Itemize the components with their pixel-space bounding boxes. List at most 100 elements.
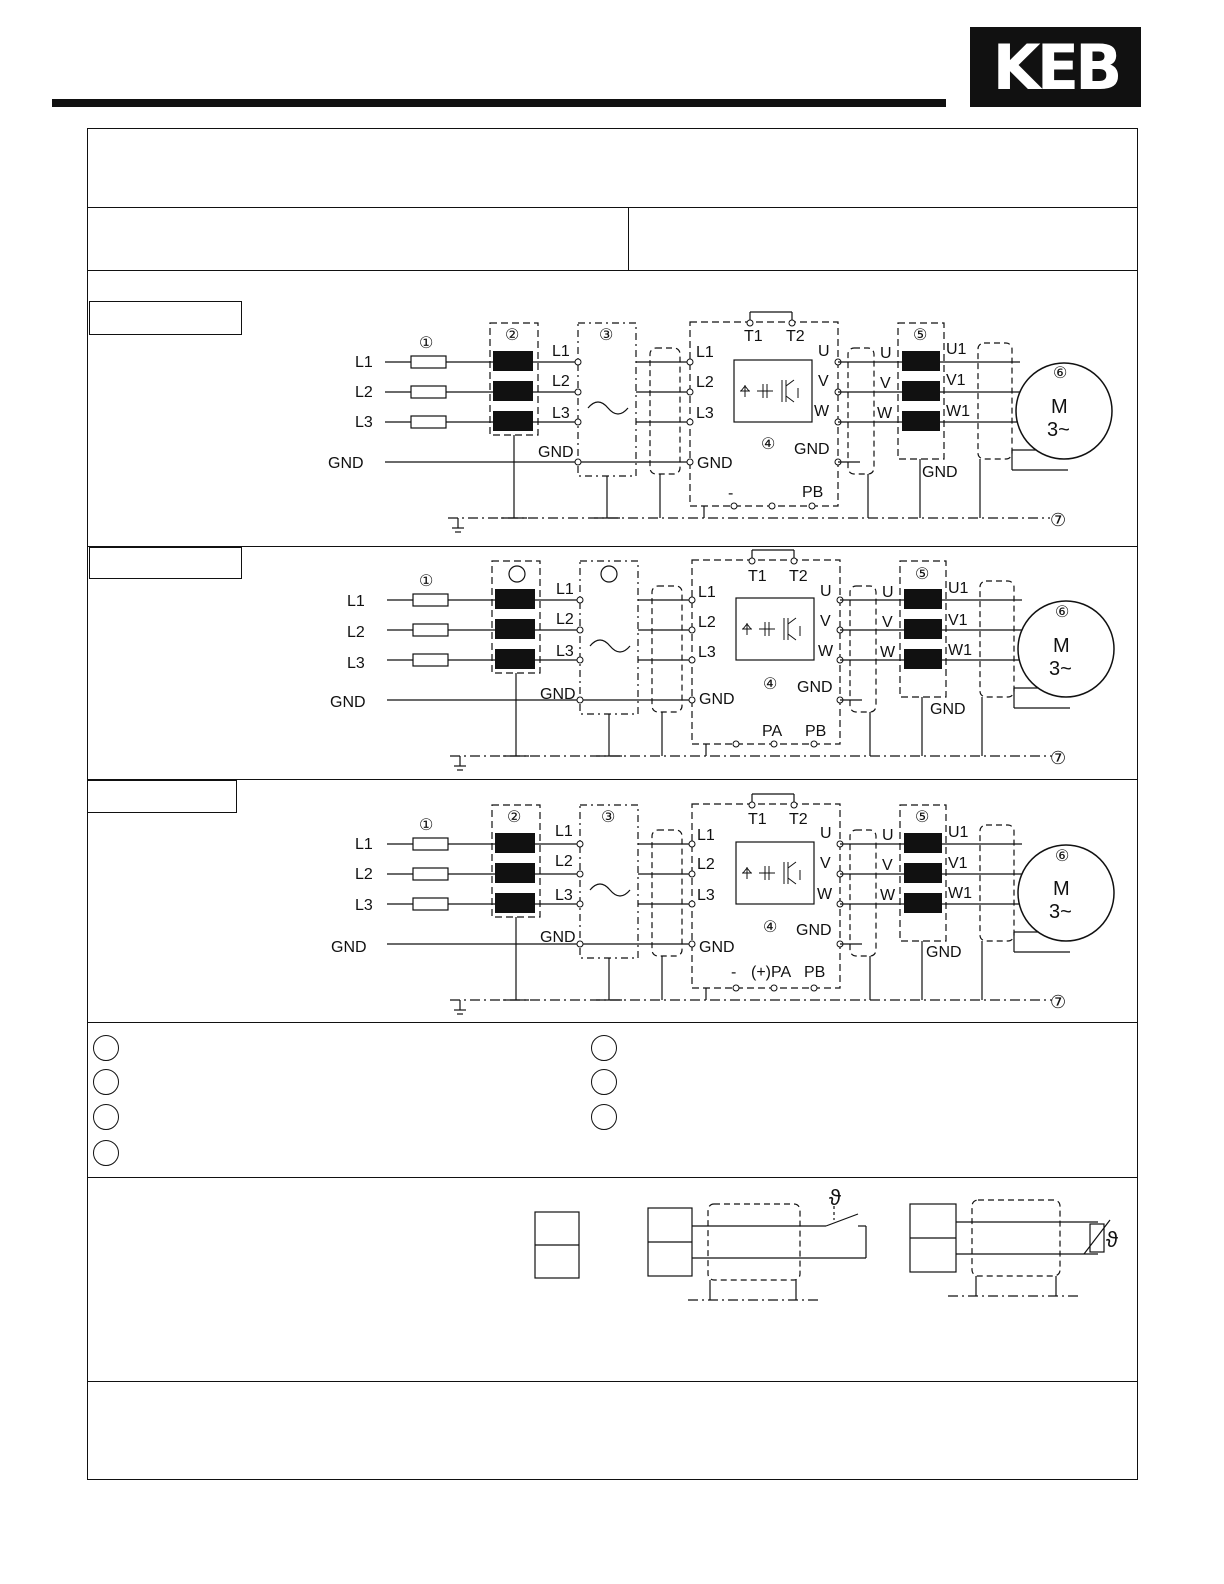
svg-text:④: ④ (763, 919, 777, 936)
table-rule (87, 207, 1138, 208)
svg-text:L2: L2 (555, 853, 573, 870)
svg-text:⑤: ⑤ (915, 566, 929, 583)
svg-text:T1: T1 (748, 568, 767, 585)
svg-text:GND: GND (330, 694, 366, 711)
svg-text:U: U (882, 584, 894, 601)
svg-text:V: V (880, 375, 891, 392)
svg-text:GND: GND (540, 929, 576, 946)
svg-text:③: ③ (601, 809, 615, 826)
svg-text:V1: V1 (946, 372, 966, 389)
svg-text:PB: PB (805, 723, 826, 740)
svg-text:GND: GND (926, 944, 962, 961)
svg-text:L2: L2 (355, 384, 373, 401)
svg-text:②: ② (505, 327, 519, 344)
svg-text:T2: T2 (789, 568, 808, 585)
svg-text:GND: GND (930, 701, 966, 718)
svg-text:④: ④ (761, 436, 775, 453)
svg-text:T1: T1 (748, 811, 767, 828)
svg-text:M: M (1053, 878, 1070, 900)
svg-text:U1: U1 (948, 824, 969, 841)
table-rule (87, 1381, 1138, 1382)
svg-text:L2: L2 (697, 856, 715, 873)
svg-text:V: V (882, 857, 893, 874)
svg-text:V: V (820, 613, 831, 630)
svg-text:W: W (877, 405, 893, 422)
svg-text:-: - (731, 964, 736, 981)
svg-text:L3: L3 (355, 897, 373, 914)
table-divider (628, 207, 629, 270)
keb-logo: KEB (970, 27, 1141, 107)
svg-text:②: ② (507, 809, 521, 826)
svg-text:U: U (818, 343, 830, 360)
svg-text:①: ① (419, 573, 433, 590)
table-rule (87, 1177, 1138, 1178)
svg-text:3~: 3~ (1049, 658, 1072, 680)
svg-text:GND: GND (540, 686, 576, 703)
svg-text:L1: L1 (556, 581, 574, 598)
svg-text:⑥: ⑥ (1055, 604, 1069, 621)
svg-text:T2: T2 (786, 328, 805, 345)
section-tag-1 (89, 301, 242, 335)
svg-text:⑦: ⑦ (1050, 510, 1066, 530)
svg-text:W: W (814, 403, 830, 420)
svg-text:L3: L3 (556, 643, 574, 660)
svg-text:⑦: ⑦ (1050, 748, 1066, 768)
svg-text:W: W (818, 643, 834, 660)
svg-text:GND: GND (331, 939, 367, 956)
svg-text:L3: L3 (347, 655, 365, 672)
svg-text:GND: GND (328, 455, 364, 472)
svg-text:-: - (728, 485, 733, 502)
svg-text:①: ① (419, 817, 433, 834)
table-rule (87, 546, 1138, 547)
svg-text:L2: L2 (355, 866, 373, 883)
svg-text:PB: PB (804, 964, 825, 981)
svg-text:④: ④ (763, 676, 777, 693)
svg-text:L2: L2 (698, 614, 716, 631)
svg-text:L2: L2 (696, 374, 714, 391)
svg-text:L3: L3 (555, 887, 573, 904)
svg-text:L1: L1 (347, 593, 365, 610)
svg-text:GND: GND (699, 939, 735, 956)
legend-circle-6 (591, 1069, 617, 1095)
diagram-2-labels: L1 L2 L3 GND ① L1 L2 L3 GND T1 T2 L1 L2 … (330, 566, 1072, 768)
svg-text:V: V (882, 614, 893, 631)
svg-text:3~: 3~ (1047, 419, 1070, 441)
svg-text:U: U (820, 583, 832, 600)
svg-text:T1: T1 (744, 328, 763, 345)
svg-text:L3: L3 (552, 405, 570, 422)
svg-text:GND: GND (797, 679, 833, 696)
legend-circle-7 (591, 1104, 617, 1130)
svg-text:L3: L3 (697, 887, 715, 904)
svg-text:W1: W1 (948, 885, 972, 902)
svg-text:L1: L1 (555, 823, 573, 840)
svg-text:GND: GND (538, 444, 574, 461)
diagram-3-labels: L1 L2 L3 GND ① ② ③ L1 L2 L3 GND T1 T2 L1… (331, 809, 1072, 1012)
svg-text:3~: 3~ (1049, 901, 1072, 923)
sensor-diagrams (534, 1199, 1111, 1301)
svg-text:⑤: ⑤ (913, 327, 927, 344)
table-rule (87, 779, 1138, 780)
legend-circle-4 (93, 1140, 119, 1166)
svg-text:GND: GND (697, 455, 733, 472)
svg-text:M: M (1053, 635, 1070, 657)
header-rule (52, 99, 946, 107)
svg-text:U: U (882, 827, 894, 844)
legend-circle-3 (93, 1104, 119, 1130)
svg-text:L3: L3 (698, 644, 716, 661)
svg-text:(+)PA: (+)PA (751, 964, 791, 981)
section-tag-2 (89, 547, 242, 579)
svg-text:GND: GND (794, 441, 830, 458)
svg-text:T2: T2 (789, 811, 808, 828)
svg-text:W: W (880, 887, 896, 904)
table-rule (87, 270, 1138, 271)
svg-text:L2: L2 (552, 373, 570, 390)
section-tag-3 (87, 780, 237, 813)
svg-text:V1: V1 (948, 855, 968, 872)
svg-text:PB: PB (802, 484, 823, 501)
svg-text:①: ① (419, 335, 433, 352)
svg-text:L1: L1 (355, 836, 373, 853)
svg-text:U1: U1 (946, 341, 967, 358)
svg-text:GND: GND (922, 464, 958, 481)
diagram-1-labels: L1 L2 L3 GND ① ② ③ L1 L2 L3 GND T1 T2 L1… (328, 327, 1070, 530)
